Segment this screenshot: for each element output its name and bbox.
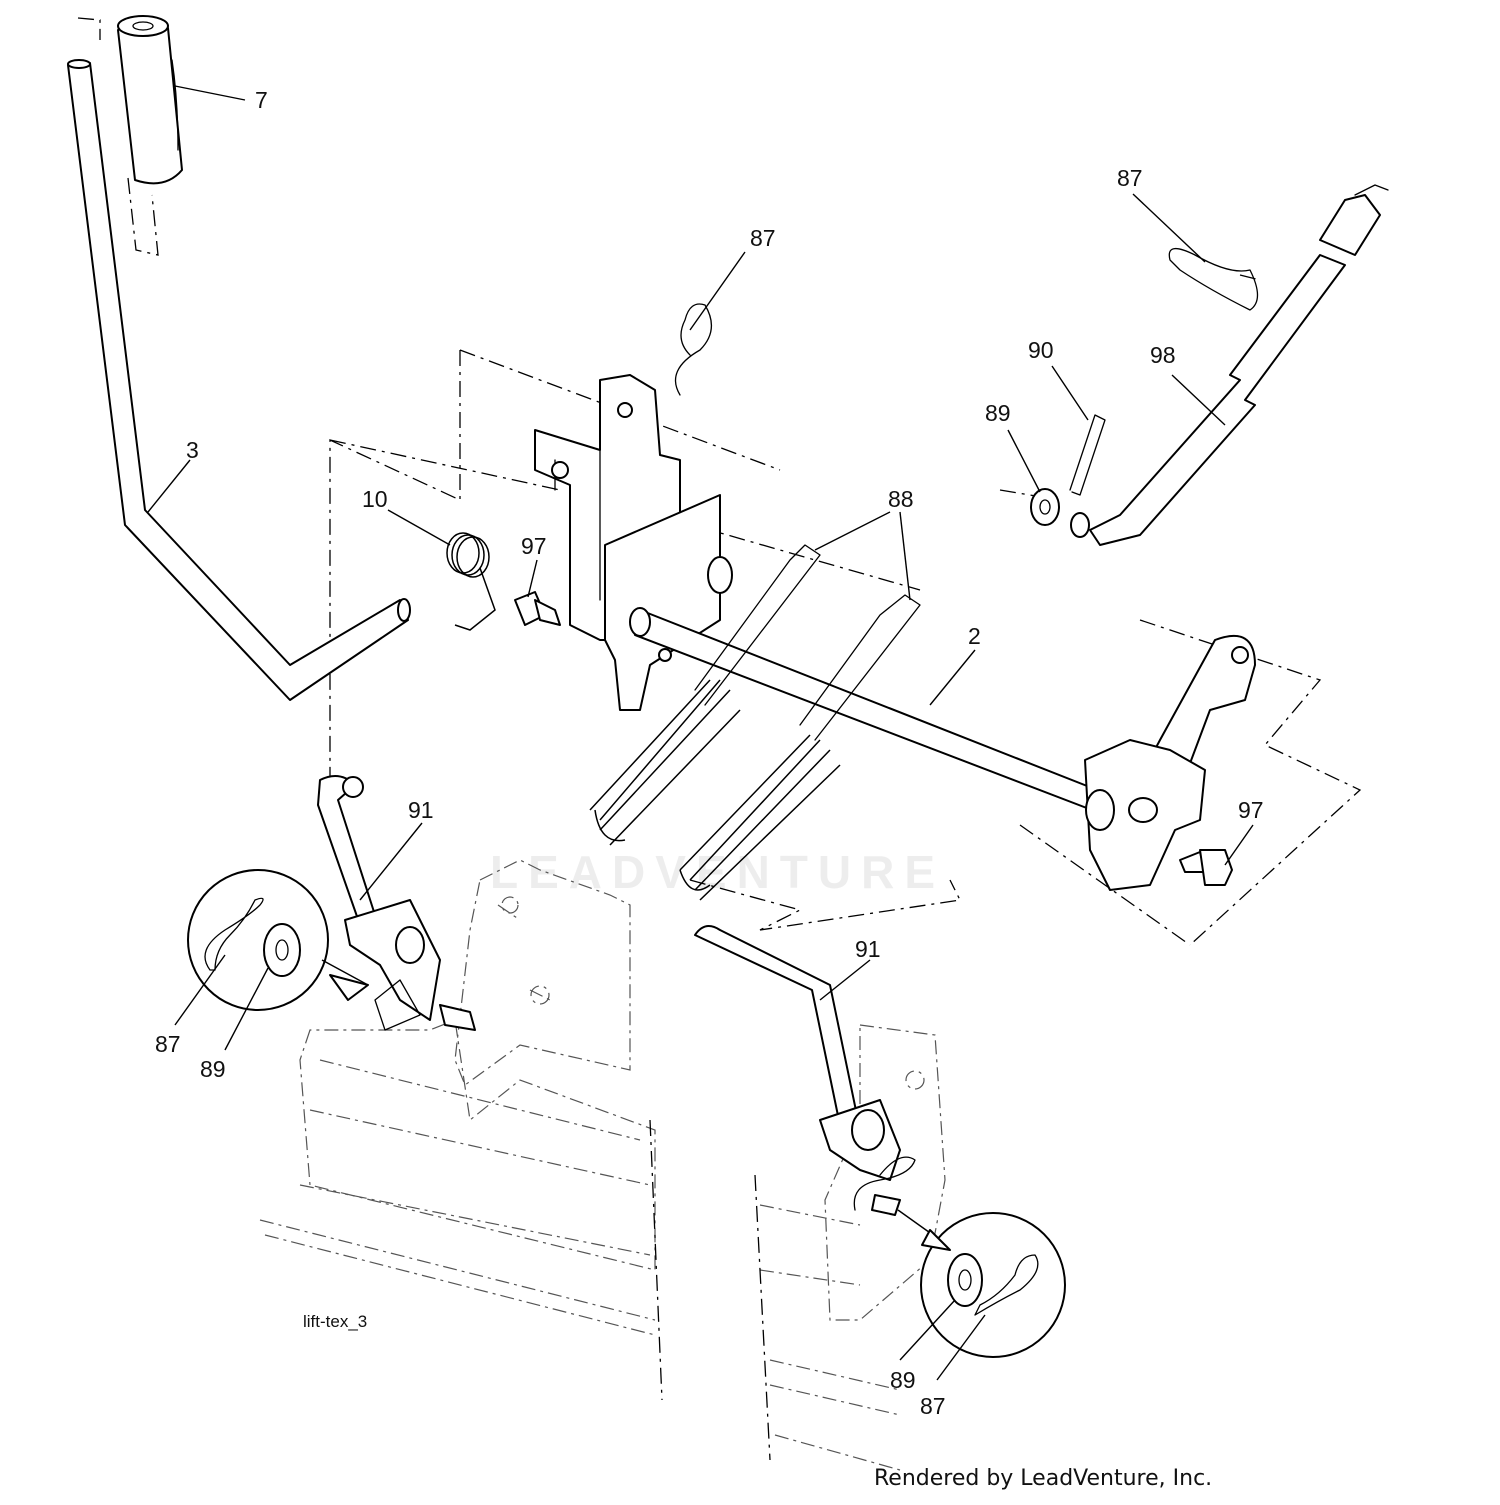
callout-98: 98: [1150, 342, 1176, 368]
hairpin-part-87-top-right: [1168, 248, 1259, 311]
callout-89-top: 89: [985, 400, 1011, 426]
callout-2: 2: [968, 623, 981, 649]
right-lift-arm: [1084, 635, 1256, 891]
callout-87-right-detail: 87: [920, 1393, 946, 1419]
callout-91-left: 91: [408, 797, 434, 823]
leader-lines: [147, 85, 1254, 1381]
detail-circle-left: [187, 869, 369, 1011]
callout-91-right: 91: [855, 936, 881, 962]
callout-89-left-detail: 89: [200, 1056, 226, 1082]
hairpin-part-87-center: [674, 303, 712, 396]
callout-10: 10: [362, 486, 388, 512]
callout-87-center: 87: [750, 225, 776, 251]
callout-97-left: 97: [521, 533, 547, 559]
callout-97-right: 97: [1238, 797, 1264, 823]
callout-87-top-right: 87: [1117, 165, 1143, 191]
handle-grip-part-7: [77, 15, 183, 256]
washer-part-89-top: [1030, 488, 1060, 526]
figure-label: lift-tex_3: [303, 1312, 367, 1331]
callout-labels: 7 3 10 97 87 87 90 98 89 88 2 97 91 87 8…: [155, 87, 1264, 1419]
assembly-boundary-lines: [329, 274, 1362, 946]
hairpin-part-90: [1069, 414, 1106, 496]
render-credit: Rendered by LeadVenture, Inc.: [874, 1466, 1213, 1491]
callout-89-right-detail: 89: [890, 1367, 916, 1393]
lift-link-part-98: [1070, 184, 1389, 546]
bolt-part-97-right: [1179, 849, 1233, 886]
bolt-part-97-left: [514, 591, 561, 626]
callout-88: 88: [888, 486, 914, 512]
watermark: LEADVENTURE: [490, 846, 945, 898]
callout-7: 7: [255, 87, 268, 113]
torsion-spring-part-10: [446, 532, 496, 631]
callout-3: 3: [186, 437, 199, 463]
lift-shaft-part-2: [629, 607, 1111, 816]
callout-90: 90: [1028, 337, 1054, 363]
callout-87-left-detail: 87: [155, 1031, 181, 1057]
center-bracket: [534, 374, 733, 711]
lift-lever-part-3: [67, 59, 411, 701]
link-part-91-right: [694, 925, 916, 1216]
springs-part-88: [589, 544, 921, 901]
link-part-91-left: [317, 775, 476, 1031]
detail-circle-right: [897, 1209, 1066, 1358]
